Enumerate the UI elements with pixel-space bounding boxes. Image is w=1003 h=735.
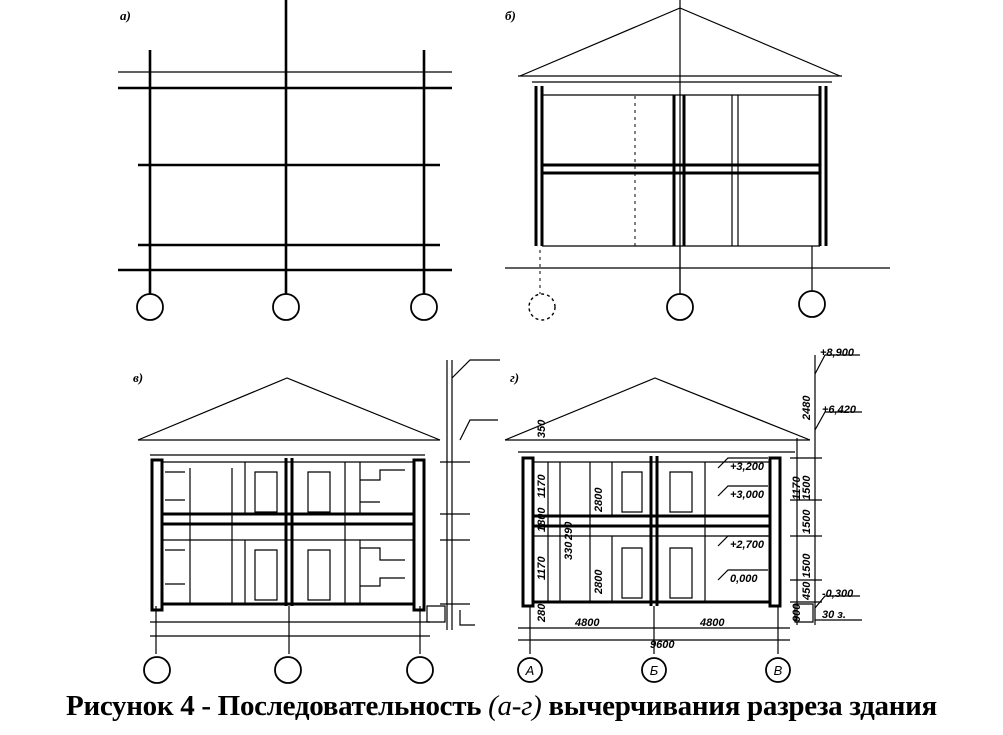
figure-caption: Рисунок 4 - Последовательность (а-г) выч… — [0, 690, 1003, 723]
dim-side-window-2: 1170 — [791, 475, 803, 500]
slab-2 — [533, 516, 770, 526]
ridge-mark — [815, 355, 860, 374]
axis-bubble-a — [518, 658, 542, 682]
axis-bubble-center — [275, 657, 301, 683]
eave-mark — [460, 420, 498, 440]
axis-label-b: Б — [650, 663, 659, 678]
axis-bubble-v — [766, 658, 790, 682]
caption-prefix: Рисунок 4 - Последовательность — [66, 690, 489, 722]
axis-bubble-right — [799, 291, 825, 317]
level-floor1: 0,000 — [730, 573, 758, 585]
level-flag-3 — [360, 548, 405, 560]
dim-base-height: 280 — [536, 603, 548, 623]
panel-v-label: в) — [133, 370, 143, 385]
ridge-mark — [452, 360, 500, 378]
door-2-left — [622, 472, 642, 512]
left-wall — [152, 460, 162, 610]
dim-floor-height-1: 2800 — [593, 569, 605, 595]
axis-bubble-right — [411, 294, 437, 320]
dim-floor-height-2: 2800 — [593, 487, 605, 513]
dim-wall-segment-1: 1500 — [801, 475, 813, 500]
door-1-left — [622, 548, 642, 598]
level-flag-2-ceiling — [718, 458, 768, 468]
dim-slab-gap-2: 290 — [563, 521, 575, 541]
door-2-right — [308, 472, 330, 512]
axis-label-v: В — [774, 663, 783, 678]
level-floor2: +3,000 — [730, 489, 765, 501]
level-flag-1-ceiling — [718, 536, 768, 546]
axis-bubble-left — [137, 294, 163, 320]
dim-plinth-2: 450 — [801, 581, 813, 601]
door-2-right — [670, 472, 692, 512]
door-1-right — [670, 548, 692, 598]
level-flag-4 — [360, 578, 405, 586]
level-ground: -0,300 — [822, 588, 854, 600]
ground-mark — [815, 596, 860, 608]
axis-label-a: А — [525, 663, 535, 678]
level-flag-2-floor — [718, 486, 768, 496]
dim-span-total: 9600 — [650, 639, 675, 651]
roof-outline — [138, 378, 440, 440]
panel-v: в) — [133, 360, 500, 683]
level-flag-1 — [360, 470, 405, 480]
axis-bubble-right — [407, 657, 433, 683]
level-floor2-ceiling: +3,200 — [730, 461, 765, 473]
slab-2 — [162, 514, 414, 524]
axis-bubble-b — [642, 658, 666, 682]
level-flag-1-floor — [718, 570, 768, 580]
dim-pier-height: 1800 — [536, 507, 548, 532]
level-floor1-ceiling: +2,700 — [730, 539, 765, 551]
panel-b-label: б) — [505, 8, 516, 23]
ground-mark — [460, 610, 475, 625]
panel-a: а) — [118, 0, 452, 320]
dim-span-left: 4800 — [574, 617, 600, 629]
right-wall — [770, 458, 780, 606]
eave-mark — [815, 412, 862, 430]
dim-span-right: 4800 — [699, 617, 725, 629]
axis-bubble-left — [529, 294, 555, 320]
panel-b: б) — [505, 0, 890, 320]
dim-roof-height: 2480 — [801, 395, 813, 421]
axis-bubble-center — [667, 294, 693, 320]
dim-wall-segment-2: 1500 — [801, 509, 813, 534]
dim-eave-overhang: 350 — [536, 419, 548, 438]
door-1-right — [308, 550, 330, 600]
axis-bubble-center — [273, 294, 299, 320]
caption-italic-range: (а-г) — [488, 690, 542, 722]
axis-bubble-left — [144, 657, 170, 683]
level-ridge: +8,900 — [820, 347, 855, 359]
door-1-left — [255, 550, 277, 600]
dim-window-height: 1170 — [536, 473, 548, 498]
plinth — [795, 604, 813, 622]
level-eaves: +6,420 — [822, 404, 857, 416]
panel-a-label: а) — [120, 8, 131, 23]
panel-g: г) +3,200 +3,000 +2,700 0,000 350 1170 — [505, 347, 862, 682]
dim-slab-gap: 330 — [563, 541, 575, 560]
left-wall — [523, 458, 533, 606]
dim-side-window-1: 1170 — [536, 555, 548, 580]
right-wall — [414, 460, 424, 610]
foundation-note: 30 з. — [822, 609, 846, 621]
plinth — [427, 606, 445, 622]
door-2-left — [255, 472, 277, 512]
panel-g-label: г) — [510, 370, 519, 385]
roof-outline — [505, 378, 810, 440]
caption-suffix: вычерчивания разреза здания — [541, 690, 937, 722]
dim-plinth: 900 — [791, 603, 803, 622]
dim-wall-segment-3: 1500 — [801, 553, 813, 578]
